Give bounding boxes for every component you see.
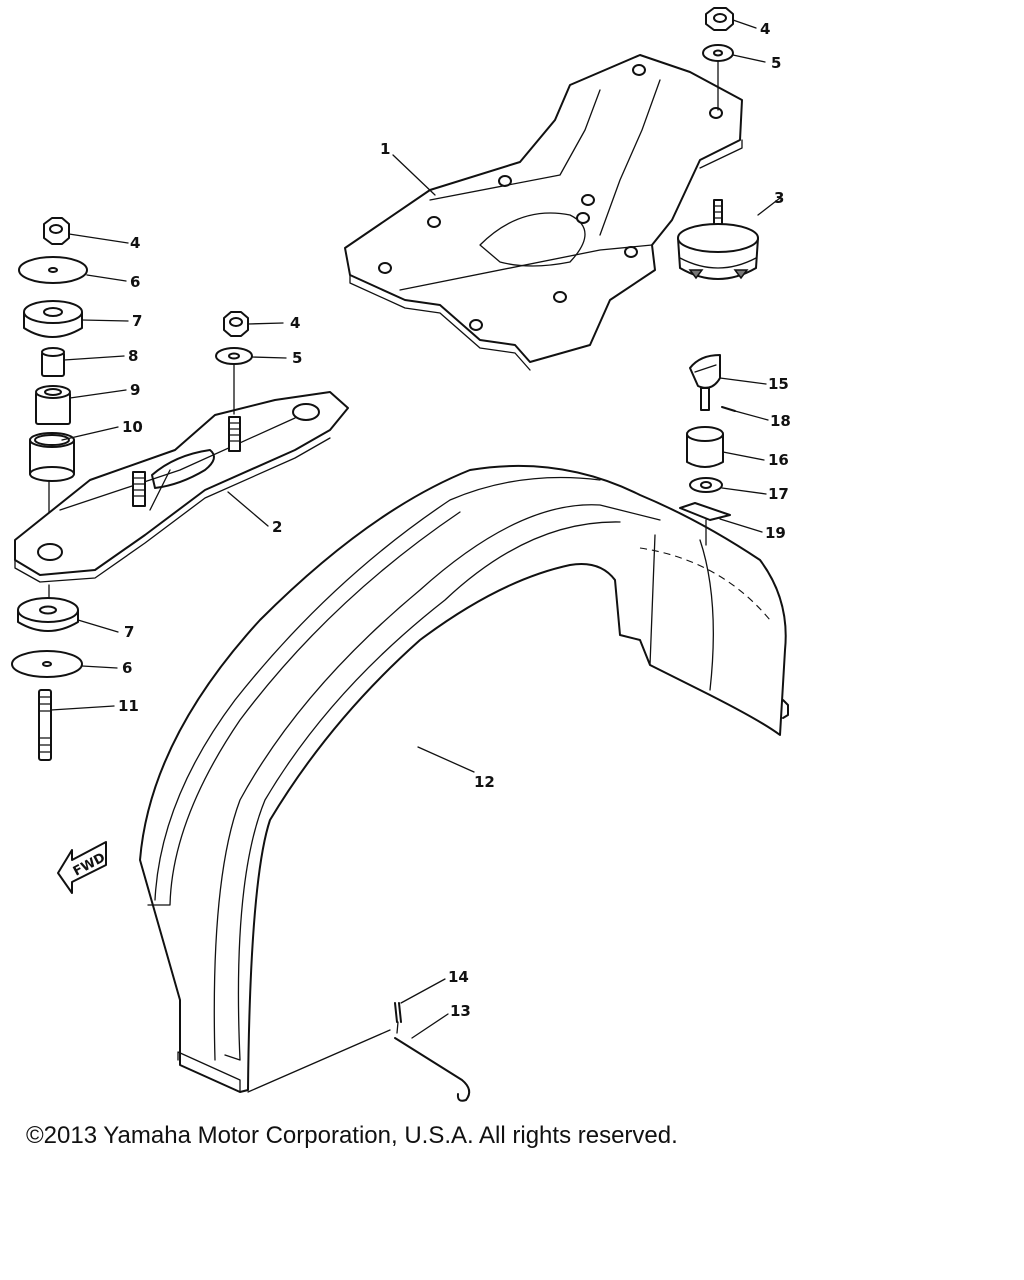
upper-right-washer [702,44,734,62]
callout-9: 9 [130,381,140,399]
callout-17: 17 [768,485,789,503]
callout-labels: 1 2 3 4 4 4 5 5 6 6 7 7 8 9 10 11 12 13 … [118,20,791,1020]
callout-14: 14 [448,968,469,986]
pin [721,406,736,412]
assembly-line-6 [396,1021,399,1034]
left-washer-upper [18,256,88,284]
rear-fender [139,464,789,1093]
callout-6-lower: 6 [122,659,132,677]
forward-arrow-icon: FWD [57,841,108,894]
parts-diagram: FWD 1 2 3 4 4 4 5 5 6 [11,7,791,1102]
middle-nut [223,311,249,337]
callout-7-lower: 7 [124,623,134,641]
knob [689,354,721,411]
left-collar [41,347,65,377]
callout-1: 1 [380,140,390,158]
left-sleeve [29,432,75,482]
left-bushing-lower [17,597,79,632]
callout-8: 8 [128,347,138,365]
callout-13: 13 [450,1002,471,1020]
right-washer [689,477,723,493]
callout-15: 15 [768,375,789,393]
stud-bolt [38,689,52,761]
hook-rod [394,1037,471,1102]
leader-lines [50,19,781,1039]
lower-mount-plate [14,391,349,583]
middle-washer [215,347,253,365]
callout-5-top: 5 [771,54,781,72]
upper-right-nut [705,7,734,31]
left-bushing-upper [23,300,83,338]
right-spacer [686,426,724,468]
left-washer-lower [11,650,83,678]
callout-2: 2 [272,518,282,536]
callout-4-left: 4 [130,234,140,252]
callout-19: 19 [765,524,786,542]
callout-18: 18 [770,412,791,430]
callout-4-top: 4 [760,20,770,38]
callout-11: 11 [118,697,139,715]
callout-7-upper: 7 [132,312,142,330]
upper-mount-plate [344,54,743,371]
callout-4-middle: 4 [290,314,300,332]
copyright-notice: ©2013 Yamaha Motor Corporation, U.S.A. A… [26,1122,678,1149]
left-nut [43,217,70,245]
callout-12: 12 [474,773,495,791]
callout-3: 3 [774,189,784,207]
callout-5-middle: 5 [292,349,302,367]
callout-16: 16 [768,451,789,469]
bracket-plate [679,502,731,521]
callout-6-upper: 6 [130,273,140,291]
assembly-line-5 [247,1029,391,1093]
left-spacer [35,385,71,425]
rubber-damper [677,199,759,280]
spring-clip [394,1002,402,1023]
callout-10: 10 [122,418,143,436]
